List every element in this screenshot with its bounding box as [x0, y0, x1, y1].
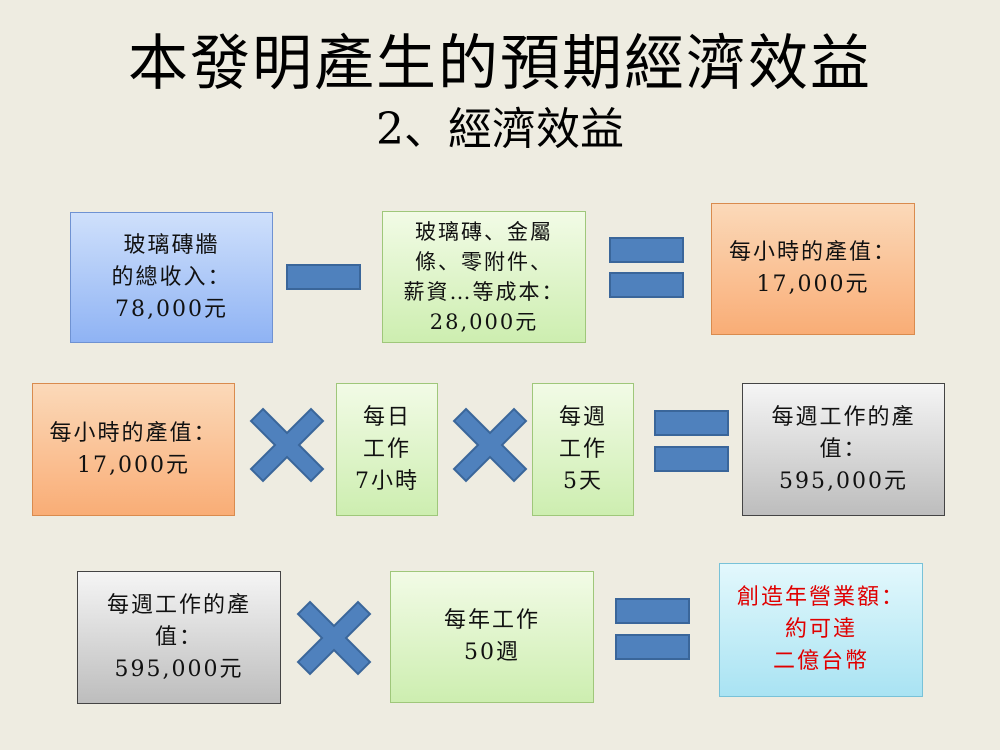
- yearly-weeks-text: 每年工作 50週: [443, 608, 540, 665]
- weekly-value-text: 每週工作的產 值： 595,000元: [771, 404, 916, 494]
- daily-hours-text: 每日 工作 7小時: [355, 404, 419, 494]
- times-icon: [452, 407, 528, 483]
- equals-bar-bottom: [615, 634, 690, 660]
- slide-title: 本發明產生的預期經濟效益: [128, 29, 872, 99]
- slide-subtitle: 2、經濟效益: [376, 104, 624, 155]
- weekly-value-box: 每週工作的產 值： 595,000元: [742, 383, 945, 516]
- total-income-text: 玻璃磚牆 的總收入： 78,000元: [111, 232, 232, 322]
- equals-bar-top: [615, 598, 690, 624]
- total-income-box: 玻璃磚牆 的總收入： 78,000元: [70, 212, 273, 343]
- annual-revenue-box: 創造年營業額： 約可達 二億台幣: [719, 563, 923, 697]
- hourly-value-text: 每小時的產值： 17,000元: [728, 240, 897, 297]
- weekly-days-text: 每週 工作 5天: [558, 404, 607, 494]
- yearly-weeks-box: 每年工作 50週: [390, 571, 594, 703]
- cost-box: 玻璃磚、金屬 條、零附件、 薪資…等成本： 28,000元: [382, 211, 586, 343]
- weekly-days-box: 每週 工作 5天: [532, 383, 634, 516]
- hourly-value-box: 每小時的產值： 17,000元: [711, 203, 915, 335]
- minus-icon: [286, 264, 361, 290]
- hourly-value-text-2: 每小時的產值： 17,000元: [49, 420, 218, 478]
- times-icon: [296, 600, 372, 676]
- equals-bar-top: [654, 410, 729, 436]
- weekly-value-text-2: 每週工作的產 值： 595,000元: [106, 592, 251, 682]
- cost-text: 玻璃磚、金屬 條、零附件、 薪資…等成本： 28,000元: [403, 220, 565, 334]
- weekly-value-box-2: 每週工作的產 值： 595,000元: [77, 571, 281, 704]
- equals-bar-bottom: [654, 446, 729, 472]
- equals-bar-bottom: [609, 272, 684, 298]
- hourly-value-box-2: 每小時的產值： 17,000元: [32, 383, 235, 516]
- equals-bar-top: [609, 237, 684, 263]
- times-icon: [249, 407, 325, 483]
- daily-hours-box: 每日 工作 7小時: [336, 383, 438, 516]
- annual-revenue-text: 創造年營業額： 約可達 二億台幣: [736, 585, 905, 674]
